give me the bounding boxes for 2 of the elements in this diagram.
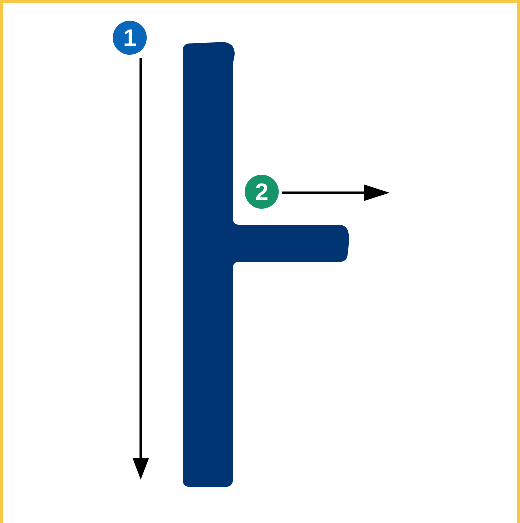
stroke-number: 1	[113, 21, 147, 55]
stroke-number: 2	[245, 175, 279, 209]
